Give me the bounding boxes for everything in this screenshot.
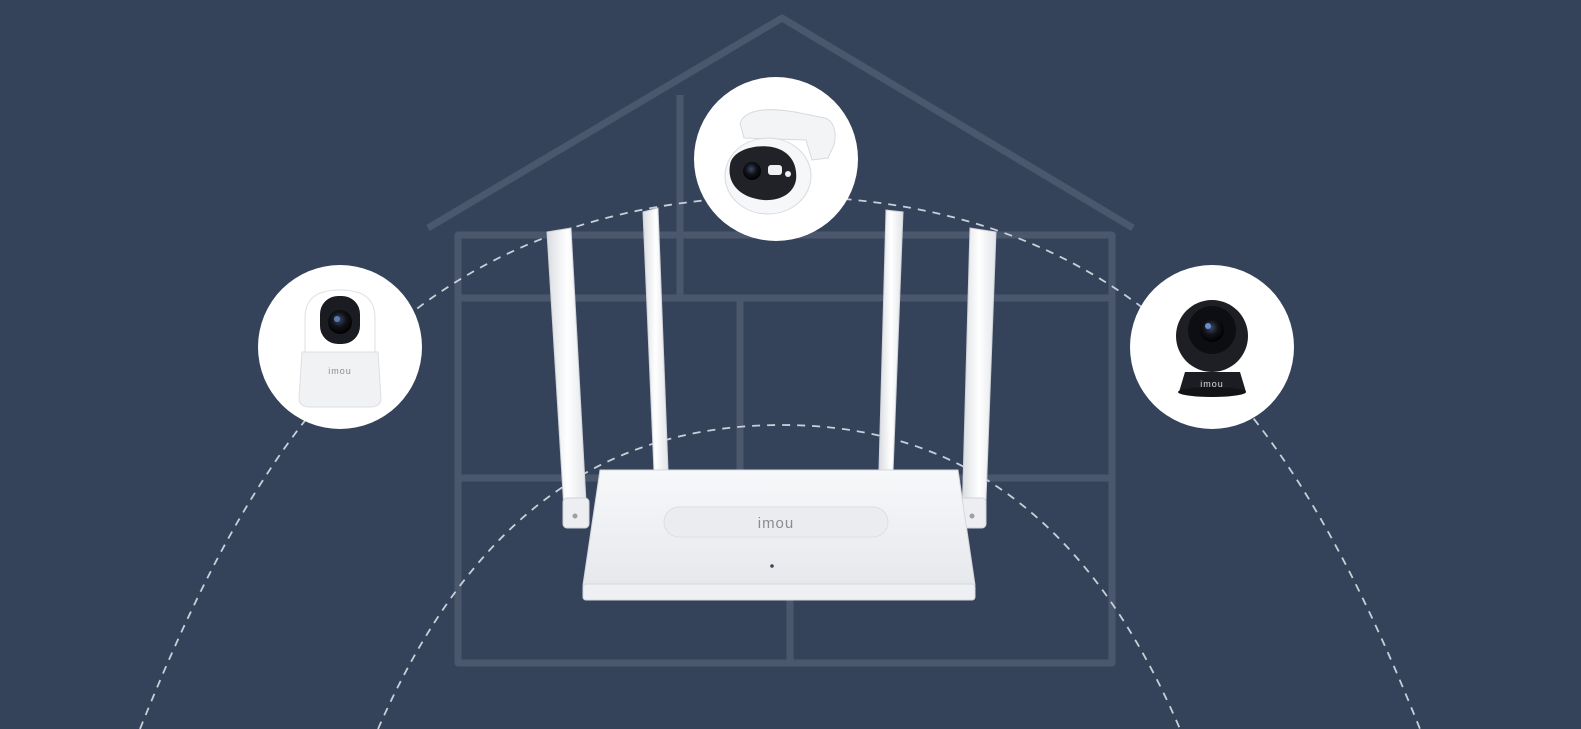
router-antenna bbox=[546, 227, 590, 529]
camera-badge-right: imou bbox=[1130, 265, 1294, 429]
router-body: imou bbox=[582, 469, 976, 601]
router-antenna bbox=[642, 207, 669, 473]
camera-badge-top bbox=[694, 77, 858, 241]
indoor-camera-black: imou bbox=[1176, 300, 1248, 397]
indoor-camera-white: imou bbox=[298, 289, 382, 408]
router-status-led bbox=[770, 564, 774, 568]
outdoor-camera-white bbox=[724, 109, 836, 215]
camera-left-brand-label: imou bbox=[328, 366, 352, 376]
router-brand-label: imou bbox=[758, 515, 795, 532]
router: imou bbox=[546, 207, 997, 601]
router-antenna bbox=[878, 209, 904, 473]
camera-badge-left: imou bbox=[258, 265, 422, 429]
router-antenna bbox=[959, 227, 997, 529]
camera-right-brand-label: imou bbox=[1200, 379, 1224, 389]
